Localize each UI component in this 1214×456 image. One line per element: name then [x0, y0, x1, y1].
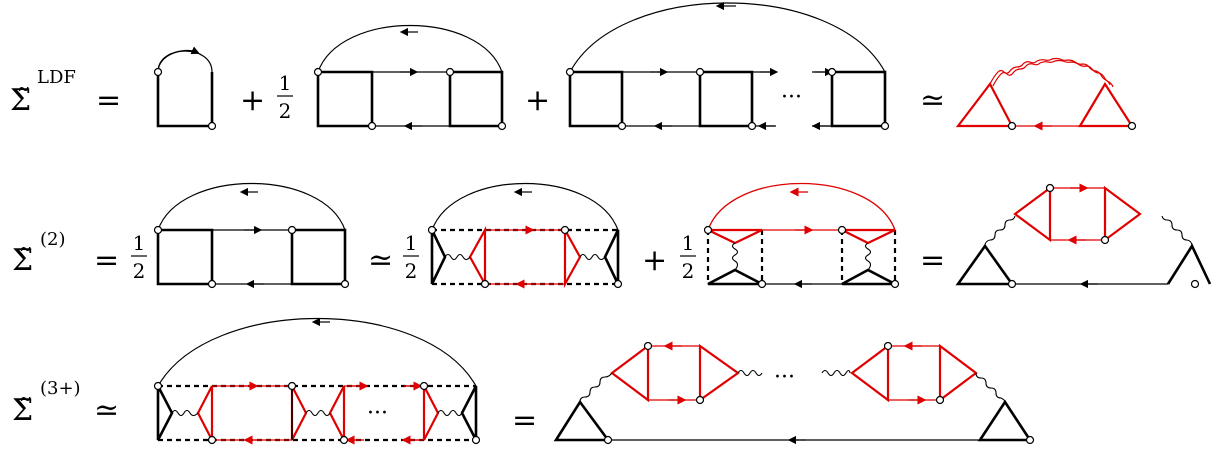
- sigma-tilde-symbol: Σ̃: [12, 243, 33, 278]
- svg-text:1: 1: [682, 231, 695, 255]
- ldf-term-1-diagram: [153, 46, 217, 131]
- relation-equals: =: [512, 403, 537, 438]
- ellipsis: ···: [781, 85, 802, 110]
- second-order-bubble-diagram: [153, 183, 350, 289]
- svg-text:2: 2: [682, 259, 695, 283]
- plus-sign: +: [642, 243, 667, 278]
- equation-third-plus: Σ̃ (3+) ≃: [12, 317, 1035, 445]
- svg-text:2: 2: [405, 259, 418, 283]
- svg-text:2: 2: [133, 259, 146, 283]
- svg-text:1: 1: [405, 231, 418, 255]
- ldf-term-2-diagram: [313, 25, 507, 131]
- coefficient-half: 1 2: [680, 231, 696, 283]
- plus-sign: +: [525, 83, 550, 118]
- coefficient-half: 1 2: [277, 71, 293, 123]
- third-plus-resummed-diagram: ···: [553, 341, 1035, 445]
- ellipsis: ···: [774, 365, 795, 390]
- lhs-ldf: Σ̃ LDF =: [10, 67, 121, 118]
- lhs-second-order: Σ̃ (2) =: [12, 229, 119, 278]
- superscript-3plus: (3+): [40, 378, 81, 399]
- superscript-ldf: LDF: [37, 67, 76, 88]
- relation-equals: =: [96, 83, 121, 118]
- equation-ldf: Σ̃ LDF = + 1 2: [10, 1, 1137, 131]
- ldf-resummed-diagram: [955, 57, 1137, 131]
- sigma-tilde-symbol: Σ̃: [12, 393, 33, 428]
- equation-second-order: Σ̃ (2) = 1 2 ≃ 1 2: [12, 183, 1212, 289]
- plus-sign: +: [240, 83, 265, 118]
- lhs-third-plus: Σ̃ (3+) ≃: [12, 378, 119, 428]
- ellipsis: ···: [367, 401, 388, 426]
- coefficient-half: 1 2: [131, 231, 147, 283]
- relation-equals: =: [920, 243, 945, 278]
- relation-approx: ≃: [920, 83, 945, 118]
- svg-text:1: 1: [133, 231, 146, 255]
- sigma-tilde-symbol: Σ̃: [10, 83, 31, 118]
- svg-text:1: 1: [279, 71, 292, 95]
- third-plus-chain-diagram: ···: [153, 317, 481, 445]
- coefficient-half: 1 2: [403, 231, 419, 283]
- superscript-2: (2): [40, 229, 66, 250]
- svg-text:2: 2: [279, 99, 292, 123]
- ldf-term-3-diagram: ···: [565, 1, 890, 131]
- relation-equals: =: [94, 243, 119, 278]
- relation-approx: ≃: [94, 393, 119, 428]
- second-order-exchange-diagram-2: [703, 183, 900, 289]
- second-order-exchange-diagram-1: [427, 183, 623, 289]
- relation-approx: ≃: [368, 243, 393, 278]
- second-order-resummed-diagram: [955, 183, 1212, 289]
